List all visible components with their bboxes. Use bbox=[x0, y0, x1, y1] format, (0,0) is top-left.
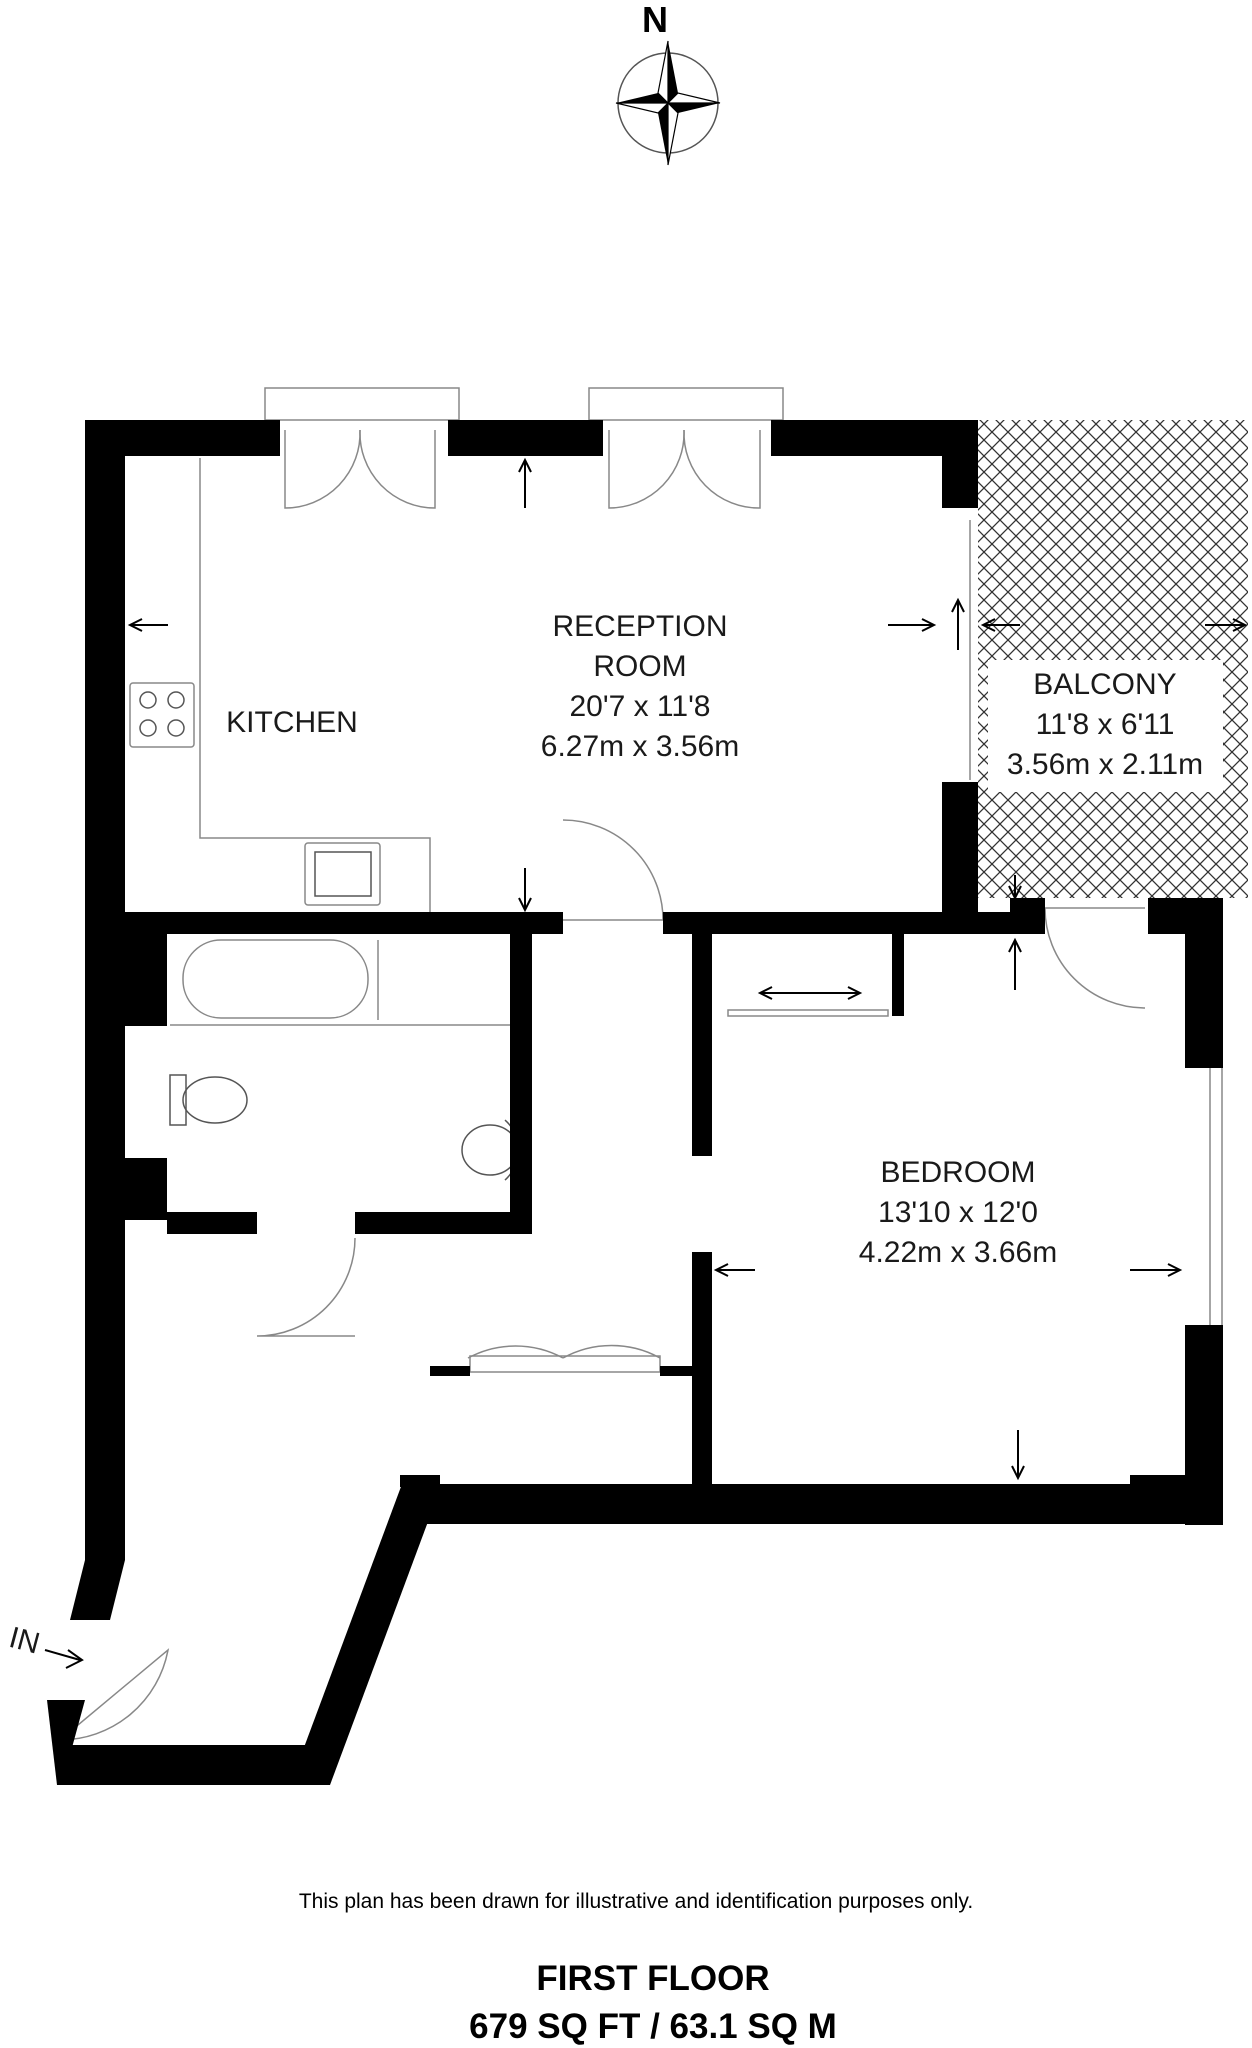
balcony-area bbox=[978, 420, 1248, 898]
floor-area: 679 SQ FT / 63.1 SQ M bbox=[469, 2007, 837, 2046]
balcony-dimensions-imperial: 11'8 x 6'11 bbox=[1036, 708, 1175, 741]
disclaimer: This plan has been drawn for illustrativ… bbox=[299, 1890, 973, 1913]
door-swings bbox=[59, 429, 1146, 1741]
north-label: N bbox=[642, 0, 668, 40]
reception-label-line1: RECEPTION bbox=[552, 610, 727, 643]
hob-icon bbox=[139, 691, 185, 737]
reception-dimensions-metric: 6.27m x 3.56m bbox=[541, 730, 739, 763]
reception-label-line2: ROOM bbox=[593, 650, 686, 683]
toilet-icon bbox=[169, 1074, 248, 1126]
compass-rose-icon bbox=[615, 40, 721, 166]
balcony-dimensions-metric: 3.56m x 2.11m bbox=[1007, 748, 1203, 781]
fixtures bbox=[129, 387, 1223, 1373]
bedroom-dimensions-metric: 4.22m x 3.66m bbox=[859, 1236, 1057, 1269]
bedroom-label: BEDROOM bbox=[880, 1156, 1035, 1189]
compass: N bbox=[615, 0, 721, 166]
entrance-label: IN bbox=[6, 1621, 44, 1661]
dimension-arrows bbox=[44, 457, 1248, 1669]
floor-title: FIRST FLOOR bbox=[536, 1959, 769, 1998]
reception-dimensions-imperial: 20'7 x 11'8 bbox=[569, 690, 710, 723]
walls bbox=[47, 420, 1223, 1785]
kitchen-label: KITCHEN bbox=[226, 706, 358, 739]
sink-icon bbox=[314, 851, 372, 897]
balcony-label: BALCONY bbox=[1033, 668, 1176, 701]
bedroom-dimensions-imperial: 13'10 x 12'0 bbox=[878, 1196, 1038, 1229]
